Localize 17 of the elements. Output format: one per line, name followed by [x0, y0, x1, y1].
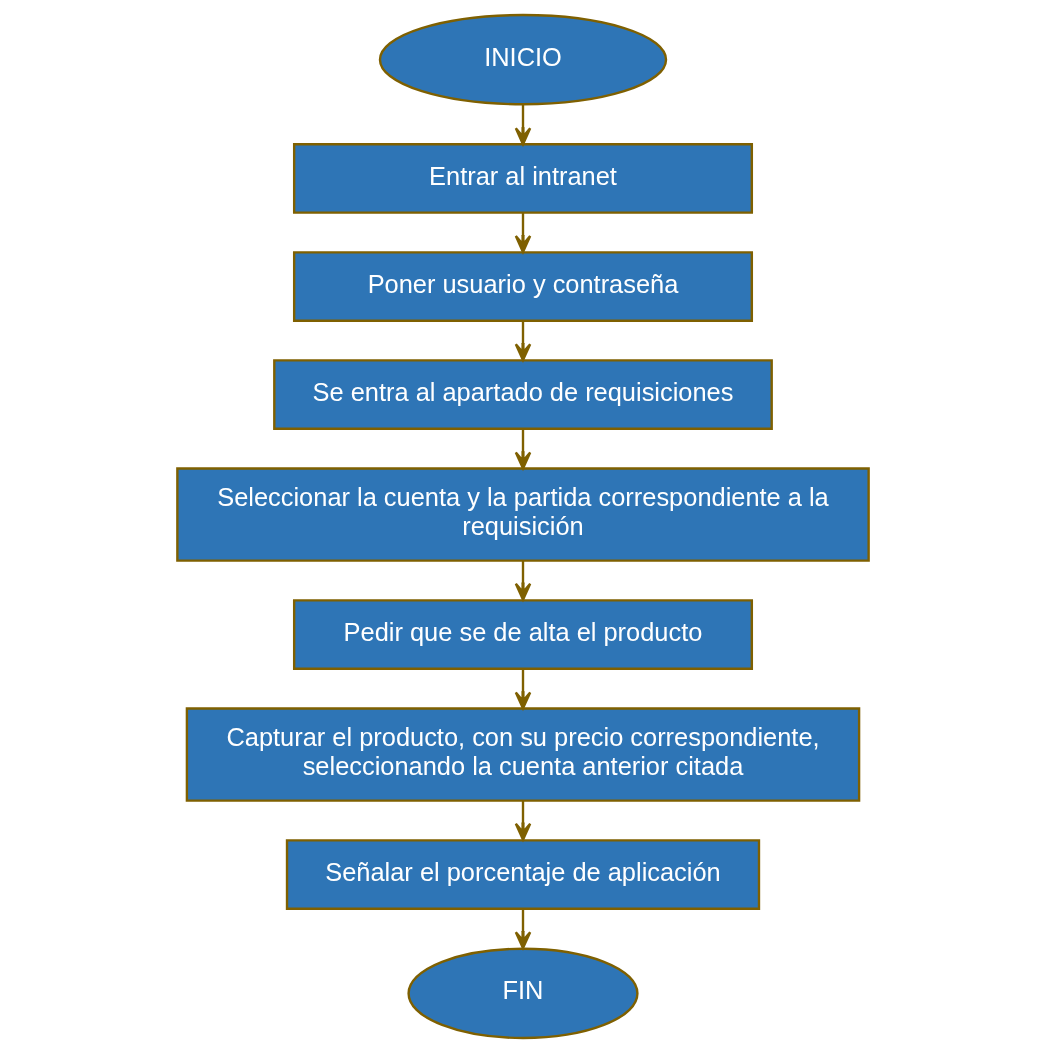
node-box: Pedir que se de alta el producto	[292, 599, 754, 670]
arrow	[514, 104, 532, 146]
node-ellipse: FIN	[407, 947, 639, 1040]
node-box: Poner usuario y contraseña	[292, 251, 754, 322]
node-ellipse: INICIO	[378, 13, 668, 106]
node-box: Señalar el porcentaje de aplicación	[285, 839, 761, 910]
arrow	[514, 800, 532, 841]
node-box: Entrar al intranet	[292, 143, 754, 214]
arrow	[514, 212, 532, 254]
node-box: Capturar el producto, con su precio correspondiente, seleccionando la cuenta anterior citada	[185, 707, 861, 802]
node-box: Se entra al apartado de requisiciones	[273, 359, 773, 430]
arrow	[514, 429, 532, 470]
arrow	[514, 908, 532, 950]
arrow	[514, 669, 532, 710]
arrow	[514, 320, 532, 362]
node-box: Seleccionar la cuenta y la partida correspondiente a la requisición	[176, 467, 870, 562]
arrow	[514, 561, 532, 601]
